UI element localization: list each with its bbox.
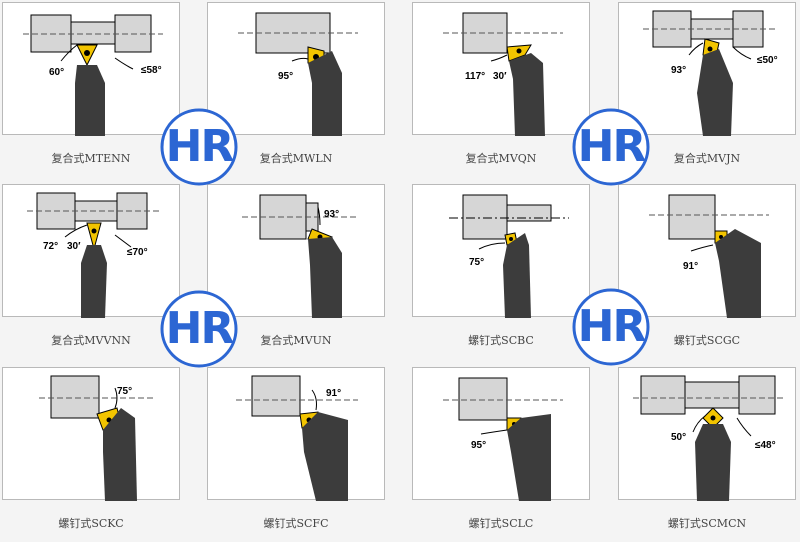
tool-diagram-scmcn: 50° ≤48°: [633, 375, 783, 501]
tool-diagram-frame: 95°: [207, 2, 385, 136]
tool-diagram-frame: 75°: [2, 367, 180, 501]
angle-label: 117°: [465, 71, 485, 82]
angle-label: 75°: [117, 386, 132, 397]
angle-label: ≤70°: [127, 247, 148, 258]
angle-label: 91°: [683, 261, 698, 272]
tool-diagram-frame: 117° 30′: [412, 2, 590, 136]
tool-name: 复合式MWLN: [259, 152, 333, 165]
hr-logo-badge: HR: [160, 290, 238, 368]
angle-label: 93°: [324, 209, 339, 220]
tool-name: 螺钉式SCBC: [468, 334, 534, 347]
tool-diagram-mvvnn: 72° 30′ ≤70°: [27, 192, 161, 318]
tool-diagram-mtenn: 60° ≤58°: [23, 14, 163, 136]
hr-logo-badge: HR: [160, 108, 238, 186]
tool-name: 螺钉式SCGC: [673, 334, 741, 347]
angle-label: 95°: [471, 440, 486, 451]
angle-label: 95°: [278, 71, 293, 82]
angle-label: 50°: [671, 432, 686, 443]
tool-diagram-scgc: 91°: [649, 194, 769, 318]
tool-diagram-frame: 91°: [618, 184, 796, 318]
angle-label: 60°: [49, 67, 64, 78]
tool-diagram-frame: 75°: [412, 184, 590, 318]
angle-label: 30′: [493, 71, 507, 82]
tool-name: 复合式MVVNN: [51, 334, 131, 347]
tool-name: 螺钉式SCKC: [58, 517, 124, 530]
tool-diagram-frame: 93°: [207, 184, 385, 318]
tool-name: 复合式MTENN: [51, 152, 131, 165]
angle-label: 93°: [671, 65, 686, 76]
tool-diagram-frame: 50° ≤48°: [618, 367, 796, 501]
tool-diagram-scbc: 75°: [449, 194, 569, 318]
angle-label: ≤50°: [757, 55, 778, 66]
tool-diagram-frame: 72° 30′ ≤70°: [2, 184, 180, 318]
tool-diagram-frame: 95°: [412, 367, 590, 501]
tool-diagram-mvjn: 93° ≤50°: [643, 10, 778, 136]
tool-name: 复合式MVUN: [260, 334, 332, 347]
tool-name: 螺钉式SCFC: [263, 517, 329, 530]
tool-diagram-frame: 60° ≤58°: [2, 2, 180, 136]
tool-diagram-mvun: 93°: [242, 194, 358, 318]
angle-label: 75°: [469, 257, 484, 268]
tool-diagram-sclc: 95°: [443, 377, 563, 501]
hr-logo-badge: HR: [572, 108, 650, 186]
tool-name: 螺钉式SCLC: [468, 517, 534, 530]
tool-name: 复合式MVQN: [465, 152, 537, 165]
angle-label: ≤48°: [755, 440, 776, 451]
tool-diagram-mvqn: 117° 30′: [443, 12, 563, 136]
tool-diagram-frame: 93° ≤50°: [618, 2, 796, 136]
angle-label: 72°: [43, 241, 58, 252]
hr-logo-badge: HR: [572, 288, 650, 366]
angle-label: 30′: [67, 241, 81, 252]
tool-diagram-scfc: 91°: [236, 375, 358, 501]
tool-diagram-frame: 91°: [207, 367, 385, 501]
angle-label: ≤58°: [141, 65, 162, 76]
tool-diagram-mwln: 95°: [238, 12, 358, 136]
tool-diagram-sckc: 75°: [39, 375, 153, 501]
tool-name: 复合式MVJN: [673, 152, 741, 165]
tool-name: 螺钉式SCMCN: [667, 517, 747, 530]
angle-label: 91°: [326, 388, 341, 399]
